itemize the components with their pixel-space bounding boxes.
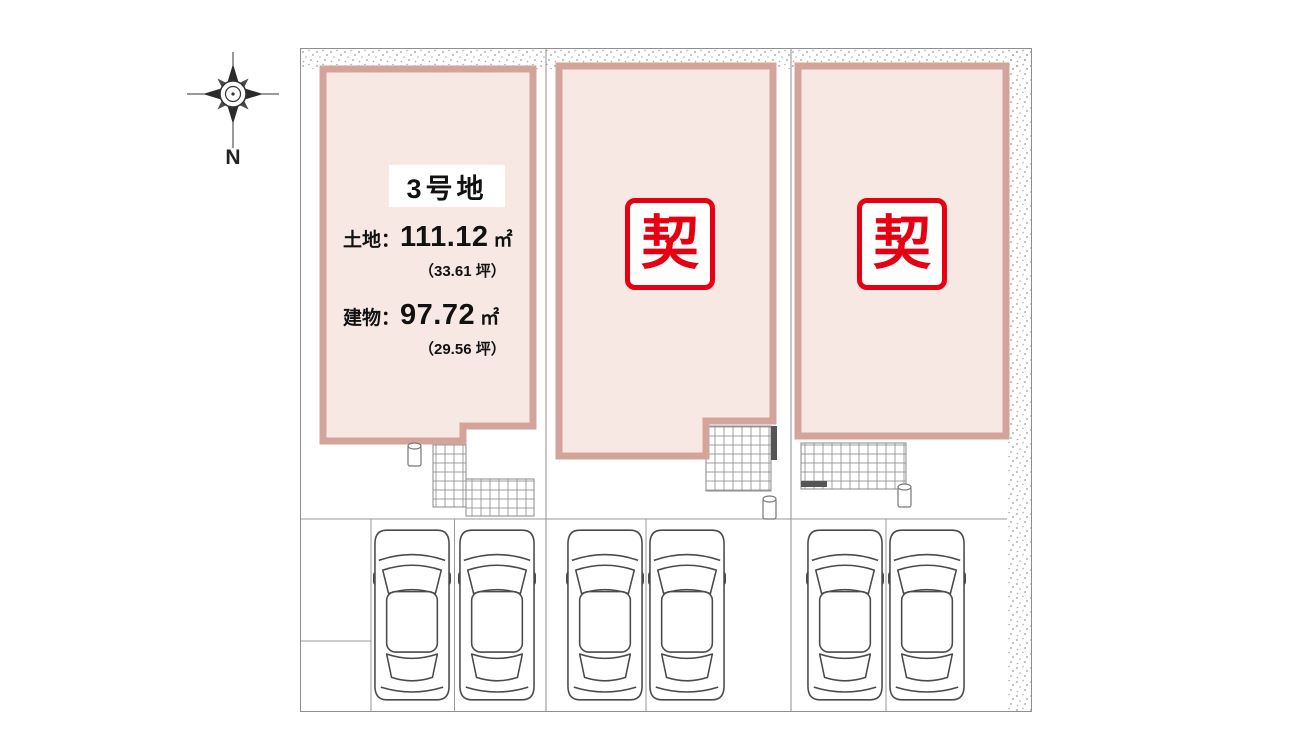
water-heater-icons — [407, 442, 912, 520]
lot3-title: 3号地 — [389, 165, 505, 207]
car-icon — [566, 529, 644, 701]
car-icon — [458, 529, 536, 701]
lot-center-contract-stamp: 契 — [625, 198, 715, 290]
lot-right-contract-stamp: 契 — [857, 198, 947, 290]
building-label: 建物： — [343, 308, 401, 329]
water-heater-icon — [407, 442, 422, 467]
lot3-land-area-row: 土地： 111.12 ㎡ — [343, 221, 513, 254]
lot3-land-tsubo: （33.61 坪） — [419, 263, 506, 280]
building-outline-lot3 — [319, 65, 537, 445]
car-icon — [648, 529, 726, 701]
parked-cars — [373, 529, 966, 701]
lot3-building-tsubo: （29.56 坪） — [419, 341, 506, 358]
entrance-marks — [771, 426, 827, 487]
land-unit: ㎡ — [493, 230, 513, 251]
land-label: 土地： — [343, 230, 401, 251]
water-heater-icon — [897, 483, 912, 508]
parking-stall-lines — [301, 518, 1007, 711]
compass-rose-icon — [187, 52, 279, 148]
car-icon — [806, 529, 884, 701]
compass: N — [185, 50, 281, 176]
lot-divider-lines — [545, 49, 792, 711]
car-icon — [888, 529, 966, 701]
building-unit: ㎡ — [480, 308, 500, 329]
plan-drawing — [301, 49, 1031, 711]
compass-north-label: N — [225, 146, 241, 169]
plan-area: 3号地 土地： 111.12 ㎡ （33.61 坪） 建物： 97.72 ㎡ （… — [300, 48, 1032, 712]
lot3-building-area-row: 建物： 97.72 ㎡ — [343, 299, 499, 332]
building-value: 97.72 — [400, 299, 476, 331]
car-icon — [373, 529, 451, 701]
land-value: 111.12 — [400, 221, 489, 253]
water-heater-icon — [762, 495, 777, 520]
